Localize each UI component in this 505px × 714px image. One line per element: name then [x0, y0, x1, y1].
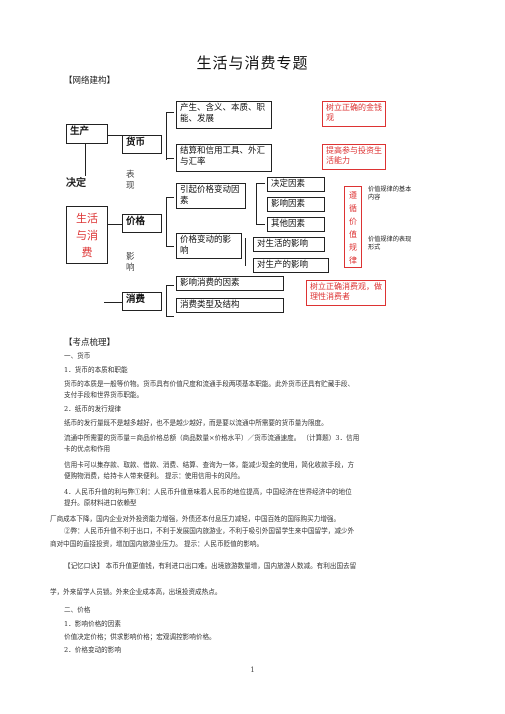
law-of-value-box: 遵循价值规律: [344, 186, 362, 268]
text-line: 支付手段和世界货币职能。: [64, 391, 144, 399]
price-right-1: 决定因素: [267, 177, 325, 192]
law-note-2: 价值规律的表现形式: [368, 236, 412, 251]
price-box: 价格: [122, 214, 162, 233]
text-line: 一、货币: [64, 352, 91, 360]
text-line: 2．纸币的发行规律: [64, 405, 121, 413]
price-right-3: 其他因素: [267, 217, 325, 232]
price-right-5: 对生产的影响: [253, 258, 329, 273]
text-line: ②弊：人民币升值不利于出口，不利于发展国内旅游业，不利于吸引外国留学生来中国留学…: [64, 527, 355, 535]
text-line: 厂商成本下降，国内企业对外投资能力增强，外债还本付息压力减轻，中国百姓的国际购买…: [50, 515, 341, 523]
law-note-1: 价值规律的基本内容: [368, 186, 412, 201]
money-item-2: 结算和信用工具、外汇与汇率: [176, 144, 272, 172]
text-line: 2．价格变动的影响: [64, 646, 121, 654]
text-line: 纸币的发行量既不是越多越好，也不是越少越好，而是要以流通中所需要的货币量为限度。: [64, 419, 328, 427]
text-line: 1．货币的本质和职能: [64, 366, 128, 374]
text-line: 便购物消费，给持卡人带来便利。 提示：使用信用卡的风险。: [64, 472, 245, 480]
network-header: 【网络建构】: [64, 76, 116, 86]
price-left-1: 引起价格变动因素: [176, 183, 246, 209]
expression-label: 表现: [126, 170, 135, 191]
consumption-box: 消费: [122, 292, 162, 311]
text-line: 学，外来留学人员锁。外来企业成本高，出境投资成热点。: [50, 588, 222, 596]
text-line: 货币的本质是一般等价物。货币具有价值尺度和流通手段两项基本职能。此外货币还具有贮…: [64, 380, 355, 388]
consume-item-2: 消费类型及结构: [176, 298, 284, 313]
text-line: 卡的优点和作用: [64, 445, 111, 453]
text-line: 【记忆口诀】 本币升值更值钱，有利进口出口难。出境旅游数量增，国内旅游人数减。有…: [64, 562, 357, 570]
consume-note: 树立正确消费观，做理性消费者: [306, 280, 386, 306]
price-left-2: 价格变动的影响: [176, 233, 242, 259]
text-line: 4．人民币升值的利与弊①利：人民币升值意味着人民币的地位提高，中国经济在世界经济…: [64, 488, 352, 496]
text-line: 价值决定价格；供求影响价格；宏观调控影响价格。: [64, 633, 216, 641]
money-note-2: 提高参与投资生活能力: [322, 144, 386, 170]
money-box: 货币: [122, 135, 162, 154]
life-consumption-box: 生活与消费: [66, 206, 108, 264]
points-header: 【考点梳理】: [64, 338, 116, 348]
text-line: 流通中所需要的货币量＝商品价格总额（商品数量×价格水平）／货币流通速度。 （计算…: [64, 434, 360, 442]
price-right-2: 影响因素: [267, 197, 325, 212]
page-title: 生活与消费专题: [196, 54, 309, 72]
production-box: 生产: [66, 124, 108, 144]
text-line: 1．影响价格的因素: [64, 620, 121, 628]
consume-item-1: 影响消费的因素: [176, 276, 284, 291]
money-note-1: 树立正确的金钱观: [322, 101, 386, 127]
text-line: 提升。原材料进口依赖型: [64, 499, 137, 507]
decides-label: 决定: [66, 178, 86, 189]
price-right-4: 对生活的影响: [253, 237, 325, 252]
influence-label: 影响: [126, 252, 135, 273]
page-number: 1: [250, 666, 255, 674]
text-line: 二、价格: [64, 606, 91, 614]
text-line: 商对中国的直接投资，增加国内旅游业压力。 提示：人民币贬值的影响。: [50, 540, 264, 548]
money-item-1: 产生、含义、本质、职能、发展: [176, 101, 272, 129]
text-line: 信用卡可以集存款、取款、借款、消费、结算、查询为一体，能减少现金的使用，简化收款…: [64, 461, 355, 469]
